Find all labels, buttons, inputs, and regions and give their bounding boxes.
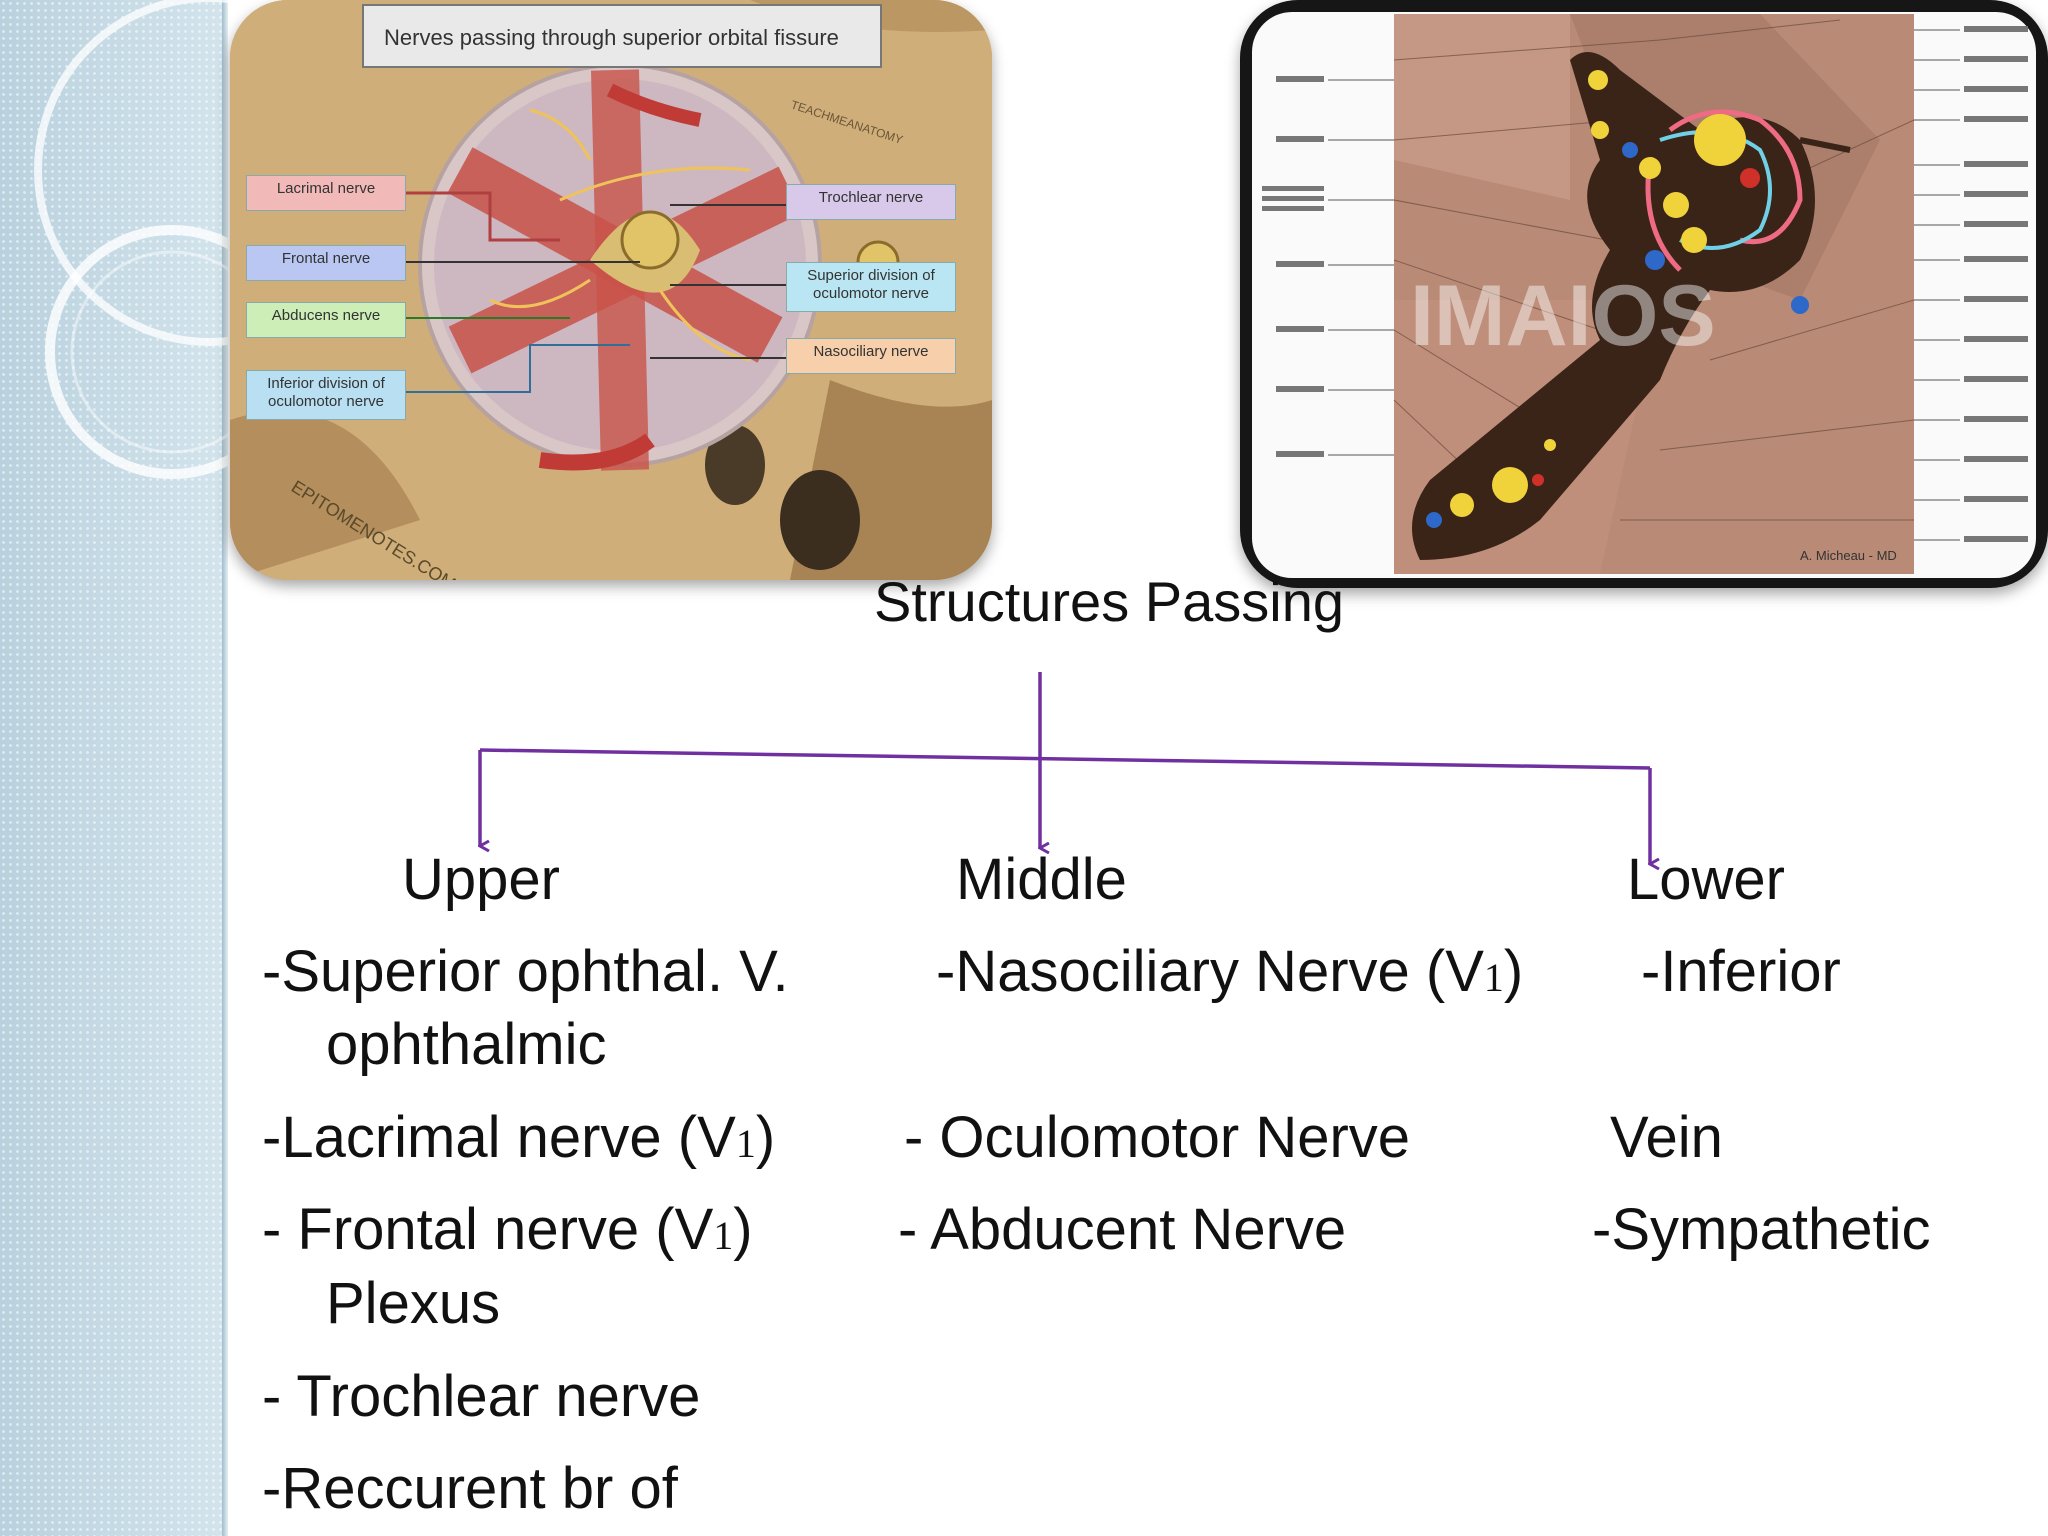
svg-text:A. Micheau - MD: A. Micheau - MD [1800,548,1897,563]
orbit-drawing: EPITOMENOTES.COM TEACHMEANATOMY [230,0,992,580]
upper-item-5: -Reccurent br of [262,1456,678,1521]
decorative-rings [34,0,260,479]
upper-item-2: -Lacrimal nerve (V1) [262,1105,776,1170]
sidebar-pattern [0,0,228,1536]
upper-item-4: - Trochlear nerve [262,1364,701,1429]
structures-heading: Structures Passing [874,570,1344,633]
branch-connectors [0,672,2048,900]
sinus-drawing: IMAIOS A. Micheau - MD [1252,12,2036,578]
middle-item-3: - Abducent Nerve [898,1197,1347,1262]
middle-item-1: -Nasociliary Nerve (V1) [936,939,1524,1004]
lower-item-3: -Sympathetic [1592,1197,1931,1262]
label-trochlear-nerve: Trochlear nerve [786,184,956,220]
label-frontal-nerve: Frontal nerve [246,245,406,281]
column-upper: Upper [402,847,560,912]
label-superior-division: Superior division of oculomotor nerve [786,262,956,312]
label-nasociliary-nerve: Nasociliary nerve [786,338,956,374]
lower-item-2: Vein [1610,1105,1723,1170]
column-lower: Lower [1627,847,1785,912]
sidebar-edge [222,0,228,1536]
column-middle: Middle [956,847,1127,912]
middle-item-2: - Oculomotor Nerve [904,1105,1411,1170]
figure-title: Nerves passing through superior orbital … [362,4,882,68]
upper-item-1-continued: ophthalmic [326,1012,607,1077]
horizontal-branch [479,748,1651,770]
upper-item-3-continued: Plexus [326,1271,501,1336]
cavernous-sinus-diagram: IMAIOS A. Micheau - MD [1240,0,2048,588]
lower-item-1: -Inferior [1641,939,1841,1004]
upper-item-1: -Superior ophthal. V. [262,939,789,1004]
orbital-fissure-illustration: EPITOMENOTES.COM TEACHMEANATOMY Nerves p… [230,0,992,580]
label-lacrimal-nerve: Lacrimal nerve [246,175,406,211]
svg-text:IMAIOS: IMAIOS [1410,268,1716,364]
label-inferior-division: Inferior division of oculomotor nerve [246,370,406,420]
upper-item-3: - Frontal nerve (V1) [262,1197,753,1262]
label-abducens-nerve: Abducens nerve [246,302,406,338]
